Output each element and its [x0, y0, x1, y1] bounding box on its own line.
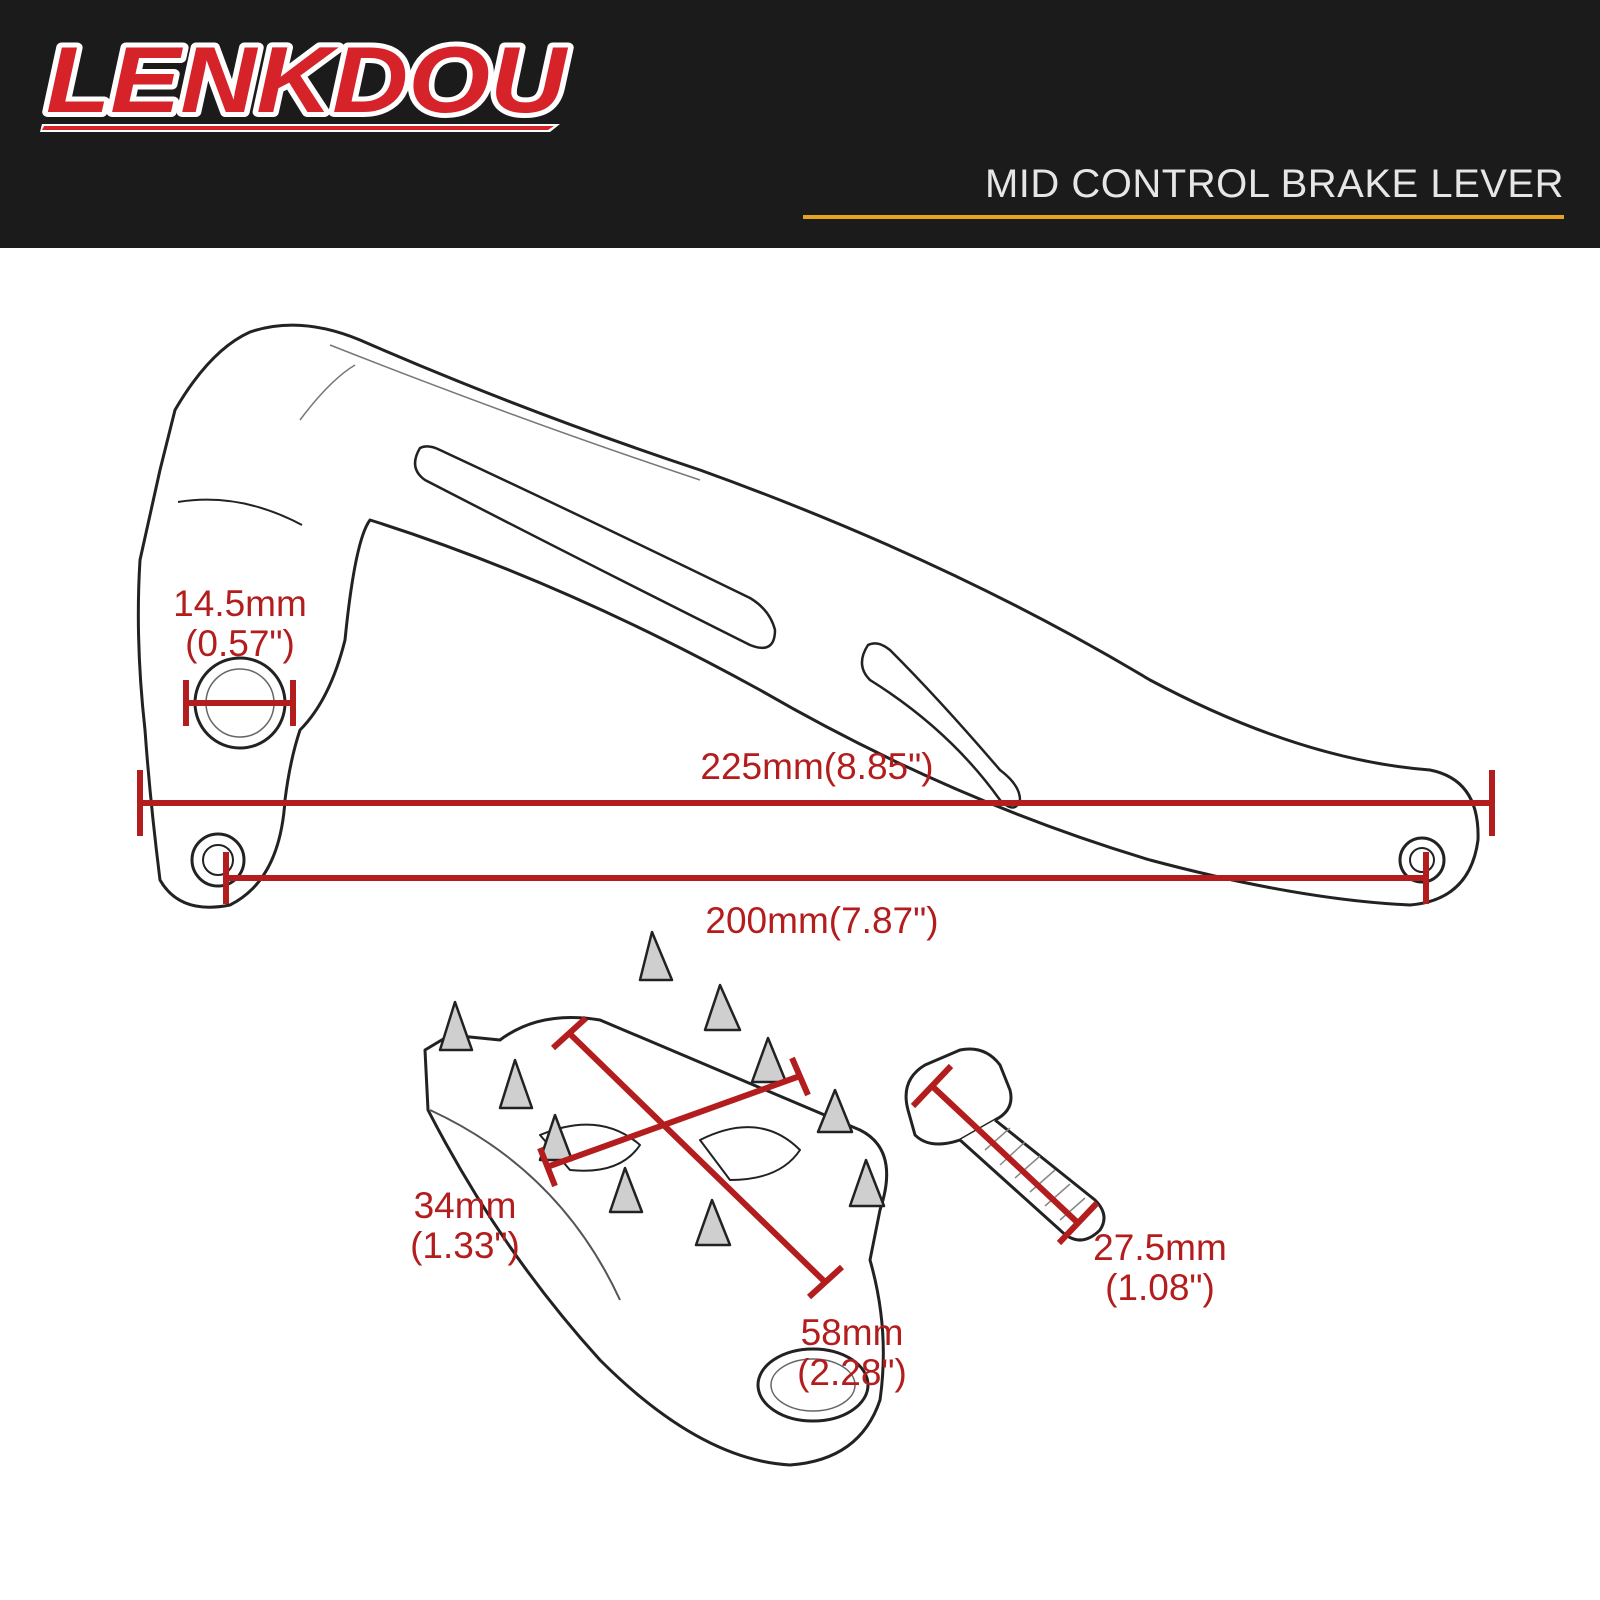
brand-logo: LENKDOU LENKDOU — [40, 22, 573, 137]
dimension-lines — [137, 680, 1495, 1300]
product-drawing: 14.5mm (0.57") 225mm(8.85") 200mm(7.87")… — [136, 323, 1495, 1467]
bolt-length-inch: (1.08") — [1105, 1267, 1215, 1308]
header-bar: LENKDOU LENKDOU MID CONTROL BRAKE LEVER — [0, 0, 1600, 248]
hole-diameter-mm: 14.5mm — [173, 583, 307, 624]
svg-text:LENKDOU: LENKDOU — [46, 27, 568, 132]
pivot-length-label: 200mm(7.87") — [705, 900, 938, 941]
title-underline — [803, 215, 1564, 219]
peg-length-inch: (2.28") — [797, 1352, 907, 1393]
peg-length-mm: 58mm — [801, 1312, 904, 1353]
peg-width-inch: (1.33") — [410, 1225, 520, 1266]
brake-lever — [136, 323, 1480, 909]
dimension-labels: 14.5mm (0.57") 225mm(8.85") 200mm(7.87")… — [173, 583, 1227, 1393]
hole-diameter-inch: (0.57") — [185, 623, 295, 664]
brake-peg — [423, 930, 889, 1467]
bolt-length-mm: 27.5mm — [1093, 1227, 1227, 1268]
overall-length-label: 225mm(8.85") — [700, 746, 933, 787]
page-title: MID CONTROL BRAKE LEVER — [984, 162, 1564, 206]
mounting-bolt — [904, 1047, 1106, 1242]
svg-text:LENKDOU: LENKDOU — [46, 27, 568, 132]
peg-width-mm: 34mm — [414, 1185, 517, 1226]
